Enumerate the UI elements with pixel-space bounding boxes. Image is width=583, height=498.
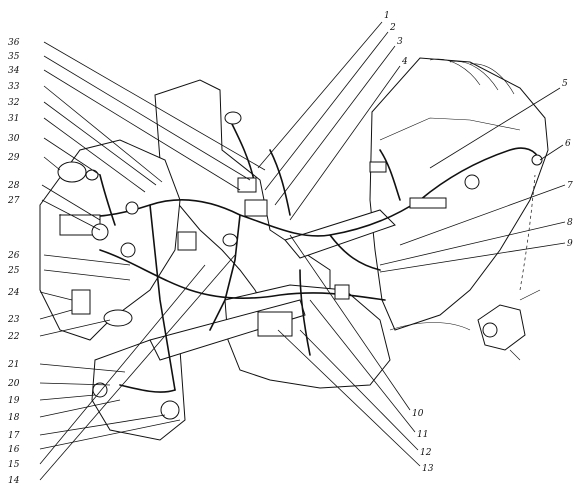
callout-13: 13 bbox=[422, 464, 434, 474]
callout-10: 10 bbox=[412, 409, 424, 419]
callout-27: 27 bbox=[7, 196, 20, 206]
callout-20: 20 bbox=[7, 379, 20, 389]
relay-block bbox=[71, 289, 91, 315]
lamp-top bbox=[224, 111, 242, 125]
callout-labels: 36 35 34 33 32 31 30 29 28 27 26 25 24 2… bbox=[7, 11, 573, 486]
callout-15: 15 bbox=[8, 460, 20, 470]
callout-9: 9 bbox=[567, 239, 573, 249]
callout-18: 18 bbox=[8, 413, 20, 423]
callout-11: 11 bbox=[417, 430, 428, 440]
callout-17: 17 bbox=[8, 431, 20, 441]
leader-lines bbox=[39, 21, 566, 481]
callout-35: 35 bbox=[8, 52, 20, 62]
callout-33: 33 bbox=[8, 82, 20, 92]
wiring-harness bbox=[59, 119, 541, 393]
callout-4: 4 bbox=[401, 57, 408, 67]
callout-14: 14 bbox=[8, 476, 20, 486]
callout-22: 22 bbox=[7, 332, 20, 342]
callout-36: 36 bbox=[8, 38, 20, 48]
callout-32: 32 bbox=[8, 98, 20, 108]
callout-24: 24 bbox=[7, 288, 20, 298]
callout-6: 6 bbox=[565, 139, 571, 149]
callout-23: 23 bbox=[7, 315, 20, 325]
callout-5: 5 bbox=[562, 79, 568, 89]
callout-34: 34 bbox=[8, 66, 20, 76]
callout-1: 1 bbox=[384, 11, 390, 21]
battery-box bbox=[257, 311, 293, 337]
callout-7: 7 bbox=[567, 181, 573, 191]
callout-21: 21 bbox=[7, 360, 19, 370]
callout-16: 16 bbox=[8, 445, 20, 455]
callout-29: 29 bbox=[7, 153, 20, 163]
callout-3: 3 bbox=[397, 37, 403, 47]
starter-relay bbox=[477, 304, 526, 351]
background-body-outlines bbox=[39, 57, 549, 441]
callout-2: 2 bbox=[389, 23, 396, 33]
headlight-left bbox=[57, 161, 87, 183]
callout-25: 25 bbox=[7, 266, 20, 276]
callout-31: 31 bbox=[8, 114, 19, 124]
callout-30: 30 bbox=[8, 134, 20, 144]
callout-28: 28 bbox=[7, 181, 20, 191]
callout-19: 19 bbox=[8, 396, 20, 406]
callout-8: 8 bbox=[567, 218, 573, 228]
callout-26: 26 bbox=[7, 251, 20, 261]
callout-12: 12 bbox=[420, 448, 432, 458]
